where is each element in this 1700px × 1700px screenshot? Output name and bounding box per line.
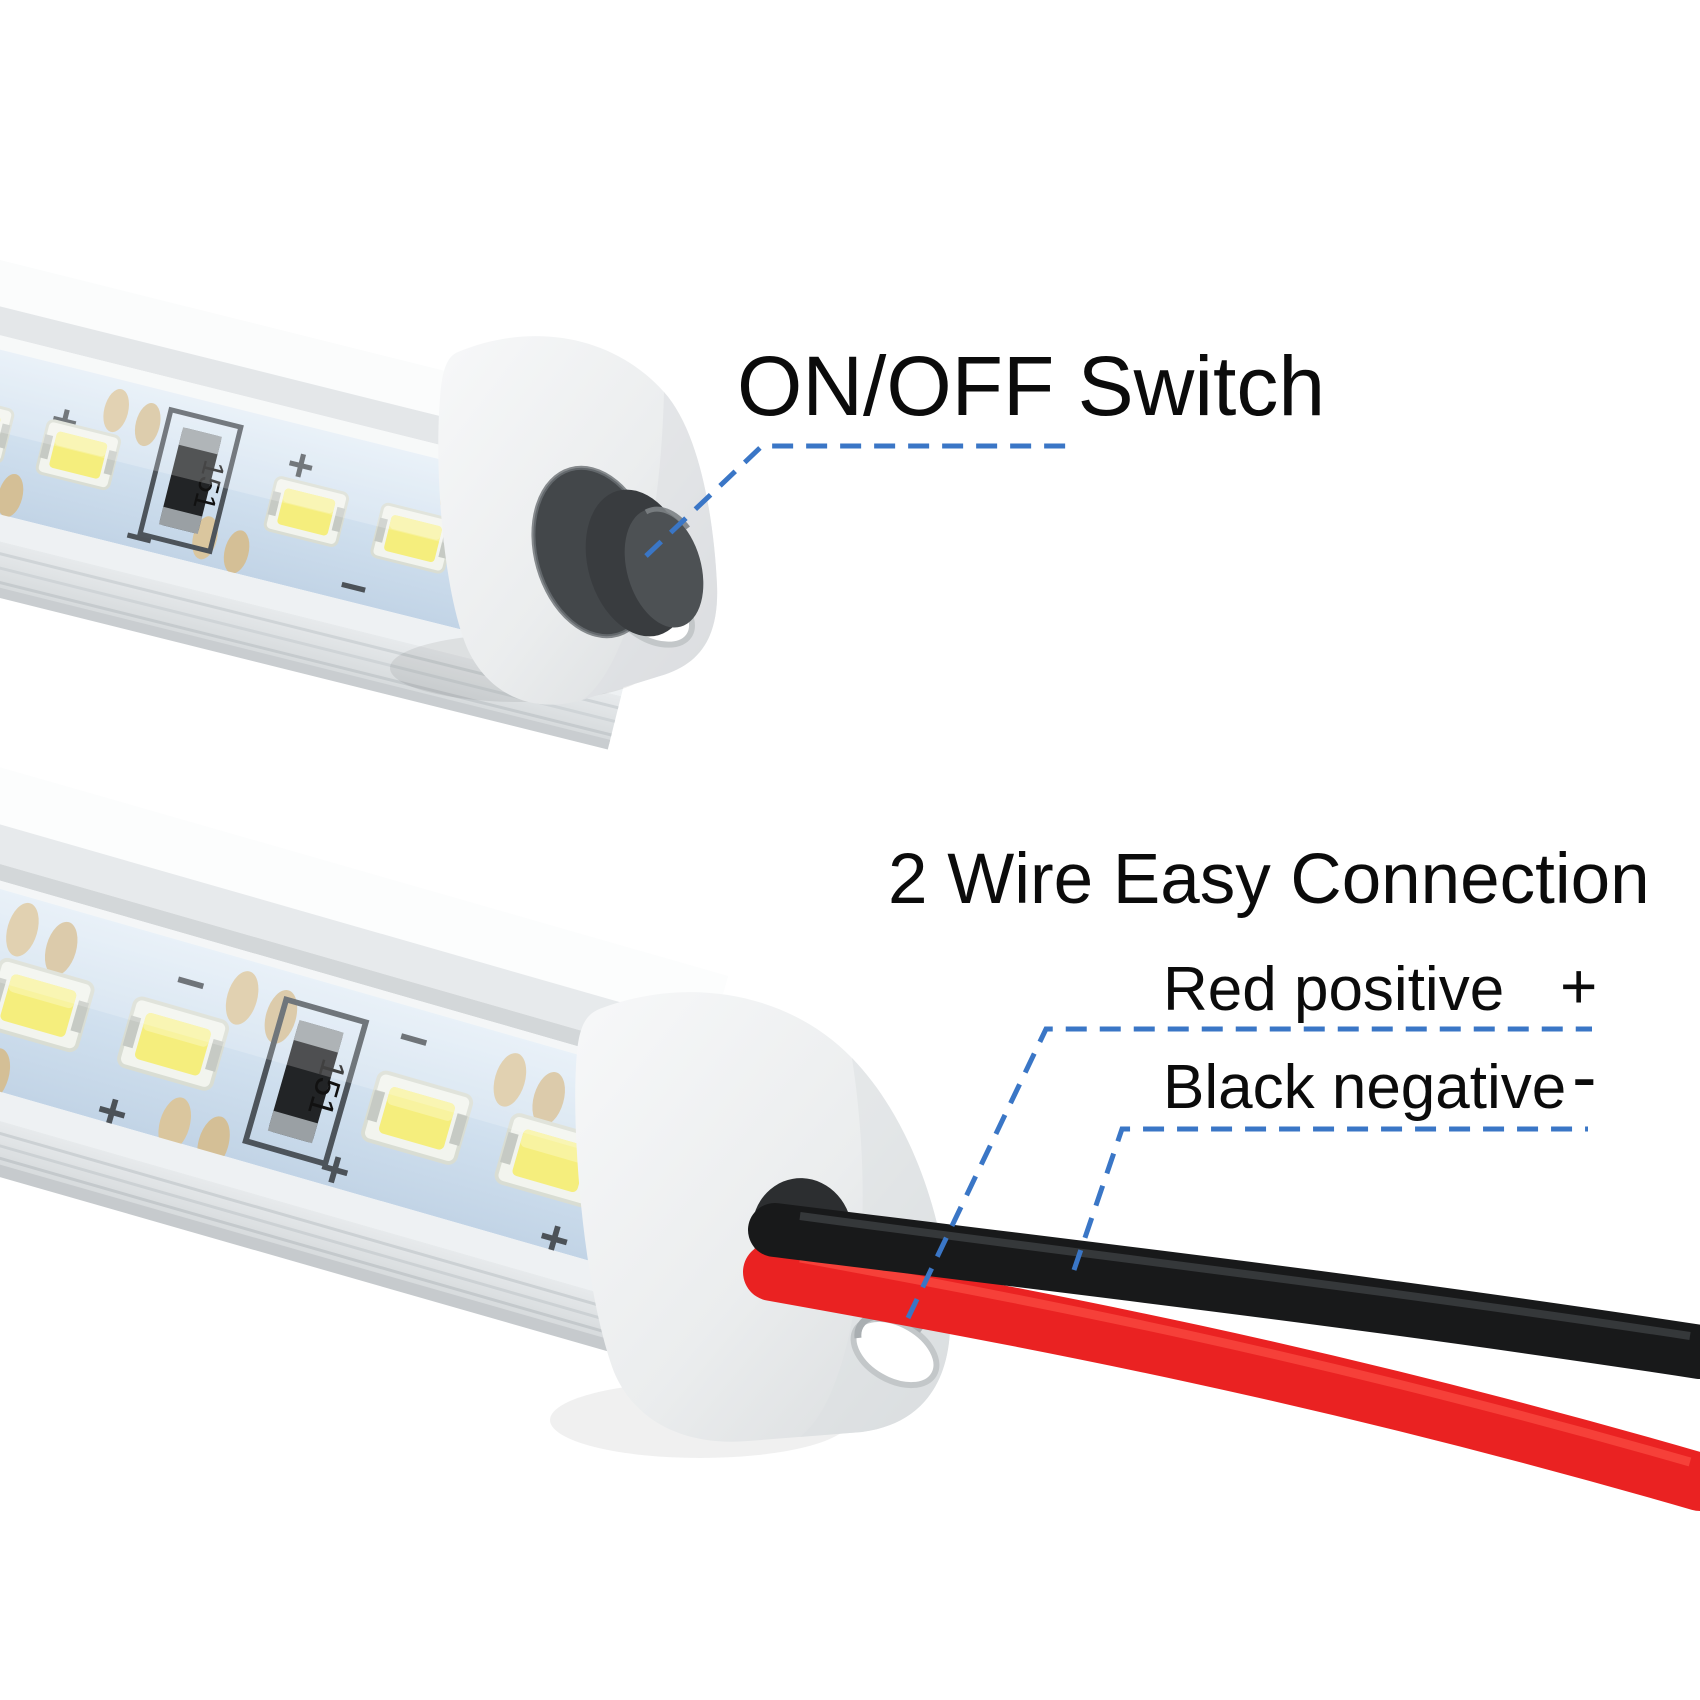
- switch-label: ON/OFF Switch: [737, 339, 1325, 433]
- leader-line-black-wire: [1071, 1126, 1588, 1271]
- black-negative-label: Black negative: [1163, 1053, 1566, 1122]
- aluminum-bottom-edge: [0, 548, 611, 750]
- leader-line-red-wire: [905, 1026, 1592, 1320]
- cover-edge-highlight: [0, 849, 699, 1089]
- black-wire: [748, 1203, 1700, 1379]
- aluminum-bottom-edge: [0, 1111, 623, 1355]
- black-wire-highlight: [799, 1212, 1691, 1340]
- aluminum-edge: [0, 797, 714, 1066]
- cover-edge-shadow: [0, 833, 703, 1081]
- plus-sign-label: +: [1560, 950, 1597, 1022]
- led-bar-top: + + + + − − −: [0, 240, 688, 750]
- leader-line-switch: [644, 443, 1078, 558]
- diffuser-rim: [0, 1044, 643, 1303]
- clear-cover-glare: [0, 856, 696, 1176]
- led-bar-bottom: − − − − + + + +: [0, 744, 729, 1355]
- red-wire-highlight: [799, 1253, 1692, 1467]
- red-positive-label: Red positive: [1163, 955, 1504, 1024]
- diffuser-rim: [0, 479, 628, 697]
- connection-title: 2 Wire Easy Connection: [888, 840, 1650, 919]
- red-wire: [743, 1243, 1700, 1511]
- minus-sign-label: -: [1572, 1035, 1597, 1118]
- aluminum-top-face: [0, 744, 729, 1029]
- end-cap-top: [390, 336, 718, 705]
- switch-button-face: [624, 508, 704, 628]
